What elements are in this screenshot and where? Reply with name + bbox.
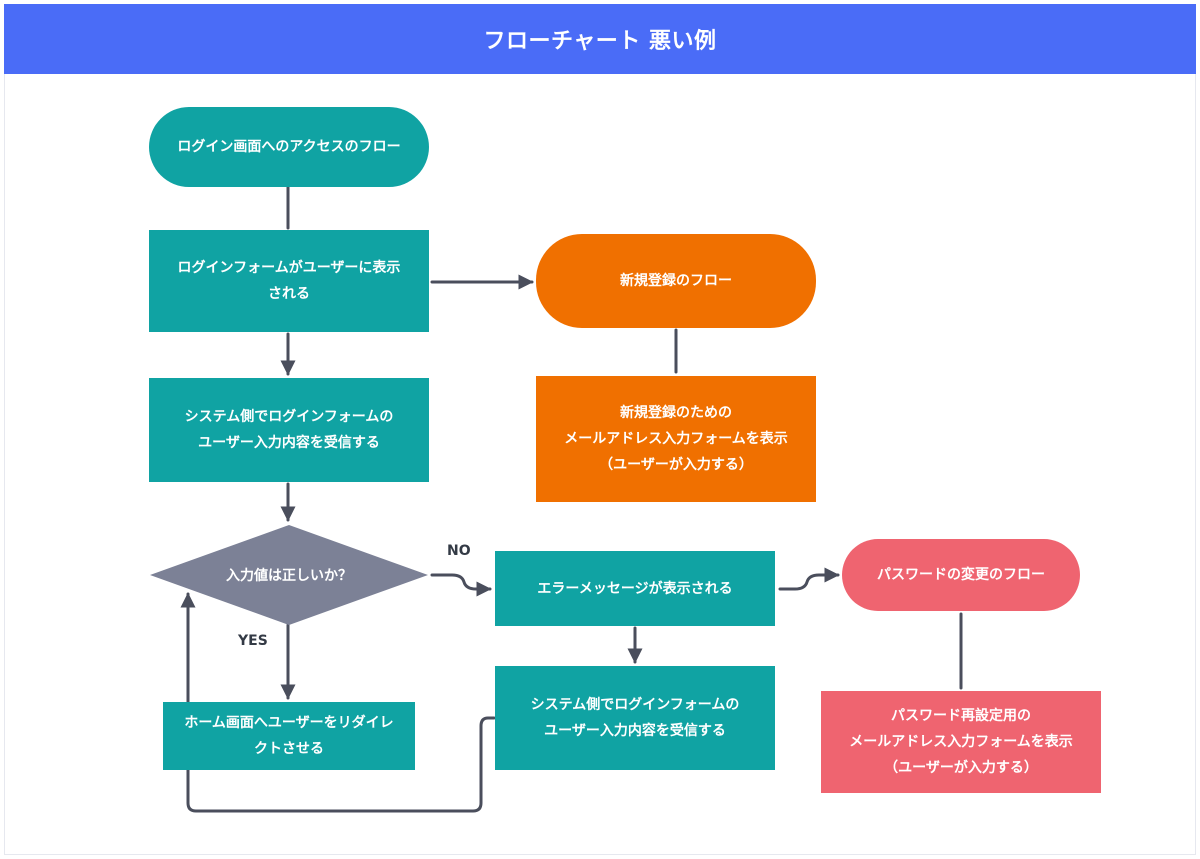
receive-input-label-2: システム側でログインフォームの ユーザー入力内容を受信する bbox=[530, 697, 740, 739]
password-flow-node: パスワードの変更のフロー bbox=[842, 539, 1080, 611]
decision-diamond bbox=[150, 525, 428, 625]
connector-error-to-password bbox=[778, 567, 840, 591]
title-bar: フローチャート 悪い例 bbox=[4, 4, 1196, 74]
receive-input-node: システム側でログインフォームの ユーザー入力内容を受信する bbox=[149, 378, 429, 482]
password-flow-label: パスワードの変更のフロー bbox=[877, 567, 1045, 583]
connector-loop-back bbox=[180, 592, 496, 813]
start-label: ログイン画面へのアクセスのフロー bbox=[177, 139, 401, 155]
yes-label: YES bbox=[238, 633, 268, 649]
redirect-home-label: ホーム画面へユーザーをリダイレ クトさせる bbox=[184, 715, 394, 757]
no-label: NO bbox=[447, 543, 471, 559]
error-message-node: エラーメッセージが表示される bbox=[495, 551, 775, 626]
login-form-node: ログインフォームがユーザーに表示 される bbox=[149, 230, 429, 332]
receive-input-node-2: システム側でログインフォームの ユーザー入力内容を受信する bbox=[495, 666, 775, 770]
redirect-home-node: ホーム画面へユーザーをリダイレ クトさせる bbox=[163, 702, 415, 770]
connector-decision-no bbox=[430, 573, 492, 597]
signup-flow-node: 新規登録のフロー bbox=[536, 234, 816, 328]
login-form-label: ログインフォームがユーザーに表示 される bbox=[177, 260, 401, 302]
decision-label: 入力値は正しいか？ bbox=[226, 568, 352, 584]
error-message-label: エラーメッセージが表示される bbox=[537, 580, 733, 597]
signup-flow-label: 新規登録のフロー bbox=[620, 273, 732, 289]
password-form-node: パスワード再設定用の メールアドレス入力フォームを表示 （ユーザーが入力する） bbox=[821, 691, 1101, 793]
signup-form-label: 新規登録のための メールアドレス入力フォームを表示 （ユーザーが入力する） bbox=[564, 405, 788, 473]
password-form-label: パスワード再設定用の メールアドレス入力フォームを表示 （ユーザーが入力する） bbox=[849, 708, 1073, 776]
start-node: ログイン画面へのアクセスのフロー bbox=[149, 107, 429, 187]
page-title: フローチャート 悪い例 bbox=[483, 29, 717, 54]
signup-form-node: 新規登録のための メールアドレス入力フォームを表示 （ユーザーが入力する） bbox=[536, 376, 816, 502]
receive-input-label: システム側でログインフォームの ユーザー入力内容を受信する bbox=[184, 409, 394, 451]
